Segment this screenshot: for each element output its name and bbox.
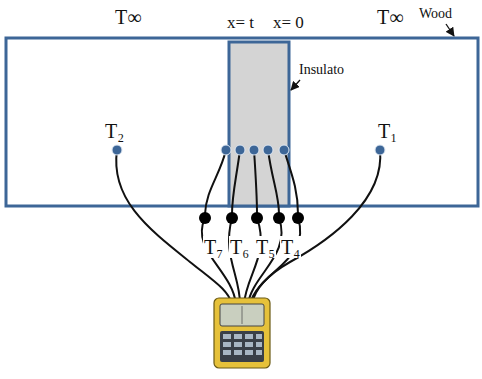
sensor-label: T₆ <box>229 236 250 258</box>
insulator-leader <box>291 80 300 90</box>
thermocouple-wires <box>116 150 380 304</box>
wood-leader <box>446 24 454 36</box>
sensor-points <box>112 145 385 155</box>
material-label: Insulato <box>298 62 345 77</box>
sensor-label: T₇ <box>203 236 224 258</box>
sensor-label: T₁ <box>377 120 398 142</box>
material-label: Wood <box>418 6 453 21</box>
position-label: x= 0 <box>272 14 305 33</box>
thermometer-meter <box>214 298 270 368</box>
ambient-temp: T∞ <box>376 6 404 28</box>
sensor-label: T₄ <box>280 236 301 258</box>
connector-plugs <box>199 212 304 224</box>
insulator <box>229 42 289 206</box>
position-label: x= t <box>226 14 255 33</box>
sensor-label: T₂ <box>104 120 125 142</box>
wood-block <box>6 38 478 206</box>
sensor-label: T₅ <box>255 236 276 258</box>
ambient-temp: T∞ <box>114 6 142 28</box>
